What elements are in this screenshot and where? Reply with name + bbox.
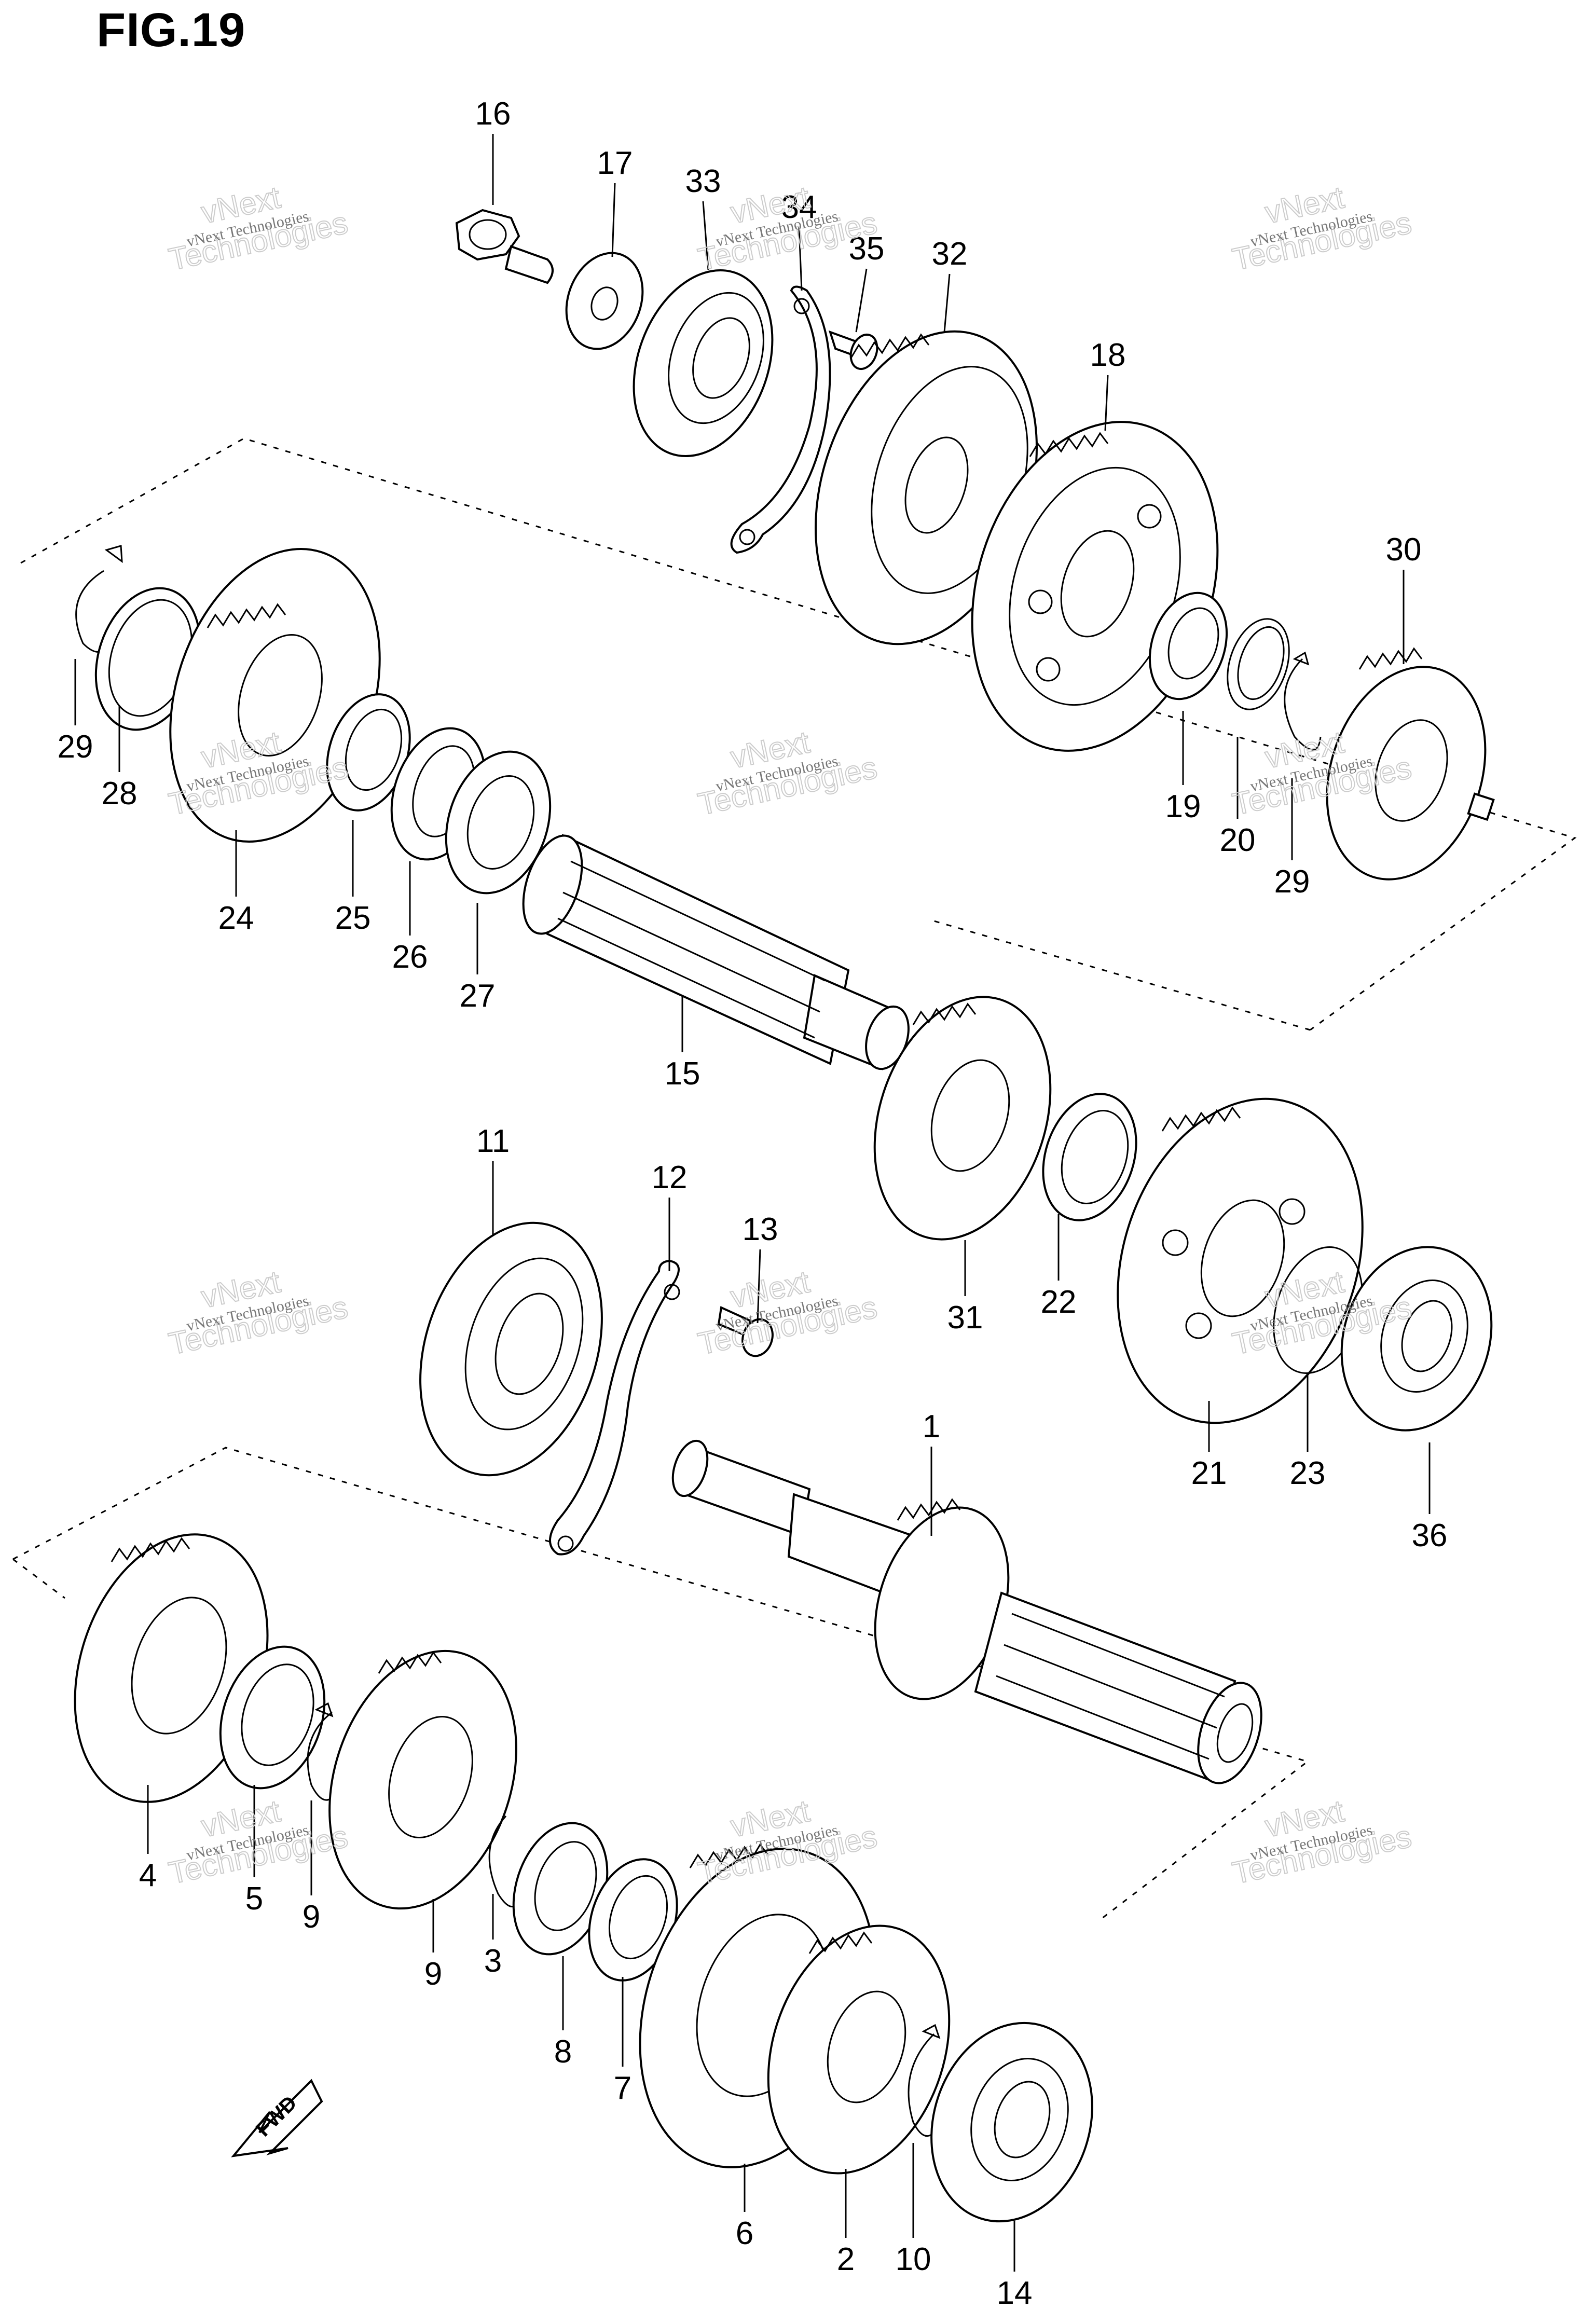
- part-14-bearing: [930, 2022, 1093, 2223]
- leader-line: [757, 1249, 761, 1324]
- part-27-lockwasher: [445, 750, 552, 895]
- figure-title: FIG.19: [97, 4, 246, 57]
- part-10-circlip: [908, 2024, 941, 2137]
- part-9-gear: [328, 1649, 517, 1910]
- part-16-bolt: [455, 209, 554, 284]
- part-2-gear: [767, 1924, 951, 2175]
- callout-c27: 27: [460, 978, 496, 1014]
- part-31-gear: [873, 996, 1052, 1241]
- callout-c35: 35: [849, 231, 885, 267]
- callout-c30: 30: [1386, 532, 1422, 568]
- leader-lines: [74, 134, 1431, 2272]
- callout-c18: 18: [1090, 337, 1126, 373]
- part-1-driveshaft: [671, 1439, 1262, 1784]
- callout-c15: 15: [665, 1056, 700, 1092]
- part-3-circlip: [488, 1815, 520, 1907]
- callout-c36: 36: [1412, 1518, 1448, 1553]
- callout-c25: 25: [335, 900, 371, 936]
- leader-line: [702, 201, 709, 270]
- part-35-screw: [828, 330, 878, 370]
- callout-c29a: 29: [58, 729, 93, 765]
- part-17-washer: [565, 252, 644, 350]
- part-15-countershaft: [522, 834, 910, 1070]
- part-34-retainer-plate: [730, 285, 831, 554]
- callout-c12: 12: [652, 1160, 688, 1195]
- callout-c21: 21: [1191, 1455, 1227, 1491]
- leader-line: [611, 183, 616, 257]
- callout-c20: 20: [1220, 822, 1256, 858]
- callout-c11: 11: [476, 1123, 510, 1159]
- callout-c32: 32: [932, 236, 968, 272]
- part-19-bushing: [1148, 592, 1228, 700]
- part-5-bushing: [219, 1645, 326, 1790]
- part-36-bearing: [1340, 1246, 1493, 1432]
- callout-c8: 8: [554, 2034, 572, 2070]
- part-20-washer: [1227, 618, 1290, 710]
- part-30-gear: [1326, 647, 1495, 881]
- callout-c9b: 9: [424, 1956, 442, 1992]
- callout-c34: 34: [781, 189, 817, 225]
- callout-c23: 23: [1290, 1455, 1326, 1491]
- part-29-circlip-right: [1284, 651, 1322, 751]
- callout-c22: 22: [1041, 1284, 1077, 1320]
- callout-c33: 33: [685, 163, 721, 199]
- callout-c28: 28: [102, 776, 138, 812]
- callout-c16: 16: [475, 96, 511, 132]
- callout-c29b: 29: [1274, 864, 1310, 900]
- callout-c2: 2: [837, 2242, 855, 2277]
- callout-c5: 5: [245, 1881, 263, 1917]
- callout-c4: 4: [139, 1858, 157, 1893]
- callout-c19: 19: [1165, 789, 1201, 824]
- callout-c1: 1: [923, 1409, 940, 1445]
- fwd-arrow-icon: FWD: [231, 2079, 323, 2157]
- part-21-gear: [1117, 1097, 1364, 1424]
- leader-line: [855, 268, 868, 333]
- callout-c6: 6: [736, 2216, 753, 2251]
- callout-c13: 13: [743, 1212, 778, 1247]
- callout-c14: 14: [997, 2275, 1033, 2311]
- callout-c17: 17: [597, 145, 633, 181]
- callout-c26: 26: [392, 939, 428, 975]
- callout-c3: 3: [484, 1943, 502, 1979]
- part-22-bushing: [1042, 1093, 1137, 1221]
- part-11-bearing: [419, 1221, 603, 1477]
- part-33-bearing: [633, 269, 774, 458]
- callout-c24: 24: [218, 900, 254, 936]
- part-12-retainer-plate: [549, 1259, 680, 1556]
- leader-line: [943, 273, 951, 333]
- leader-line: [1104, 375, 1109, 431]
- part-9-circlip-left: [307, 1702, 334, 1801]
- callout-c7: 7: [614, 2070, 631, 2106]
- callout-c9a: 9: [303, 1899, 320, 1935]
- part-13-screw: [717, 1306, 774, 1357]
- leader-line: [798, 227, 803, 291]
- driveshaft-frame: [12, 1447, 1310, 1921]
- callout-c31: 31: [947, 1300, 983, 1336]
- callout-c10: 10: [896, 2242, 931, 2277]
